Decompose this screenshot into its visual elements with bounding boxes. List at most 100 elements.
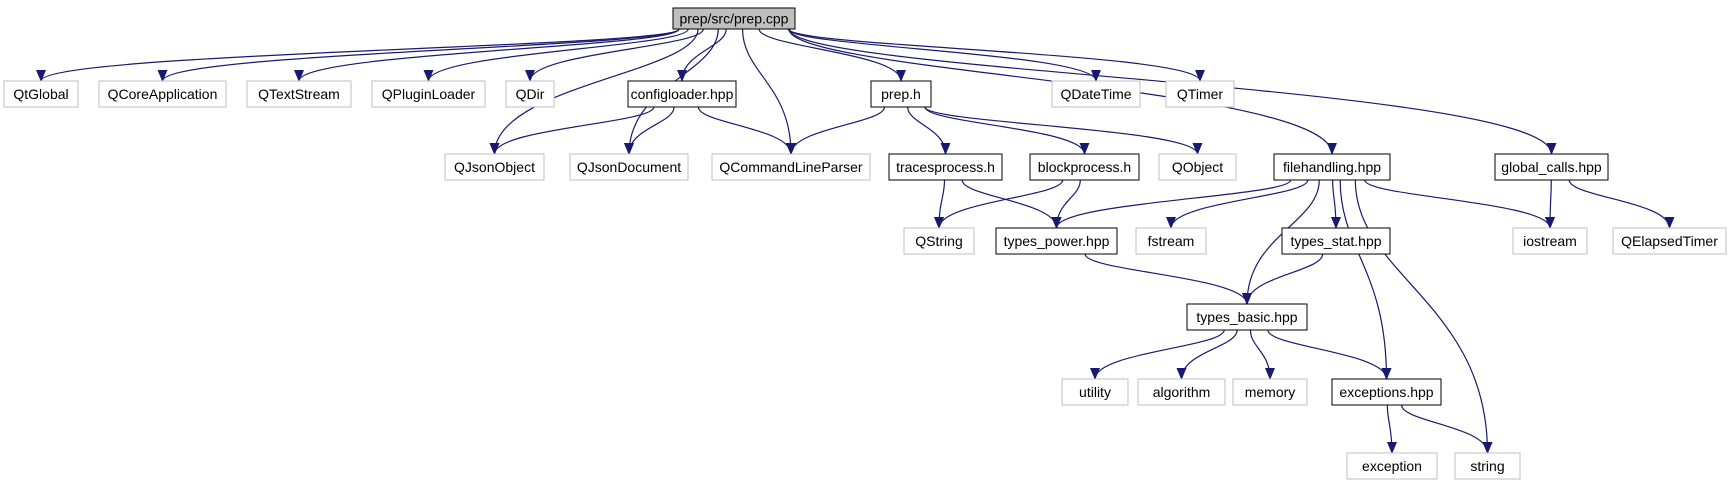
edge-prep-cpp-to-qtextstream: [294, 28, 680, 82]
edge-filehandling-to-fstream: [1166, 179, 1309, 229]
edge-types-stat-to-types-basic: [1242, 253, 1324, 305]
edge-types-basic-to-algorithm: [1176, 329, 1238, 380]
node-types-basic-hpp[interactable]: types_basic.hpp: [1186, 303, 1308, 331]
edge-configloader-to-qjsondocument: [624, 106, 675, 155]
node-filehandling-hpp[interactable]: filehandling.hpp: [1273, 153, 1391, 181]
node-box: [1512, 227, 1588, 255]
node-qstring: QString: [903, 227, 975, 255]
node-qjsonobject: QJsonObject: [444, 153, 545, 181]
node-box: [1137, 378, 1226, 406]
node-blockprocess-h[interactable]: blockprocess.h: [1029, 153, 1140, 181]
node-box: [1186, 303, 1308, 331]
node-box: [1281, 227, 1391, 255]
node-label: prep/src/prep.cpp: [680, 11, 789, 27]
node-box: [627, 80, 737, 108]
node-label: utility: [1079, 384, 1111, 400]
node-label: fstream: [1148, 233, 1195, 249]
edge-exceptions-to-string: [1401, 404, 1493, 454]
node-exception: exception: [1346, 452, 1438, 480]
node-utility: utility: [1061, 378, 1129, 406]
node-exceptions-hpp[interactable]: exceptions.hpp: [1331, 378, 1442, 406]
node-label: QJsonDocument: [577, 159, 681, 175]
node-label: types_stat.hpp: [1290, 233, 1381, 249]
node-qtglobal: QtGlobal: [3, 80, 79, 108]
node-label: QDir: [516, 86, 545, 102]
edge-prep-cpp-to-prep-h: [758, 28, 906, 82]
edge-prep-cpp-to-configloader: [677, 28, 727, 82]
edge-prep-cpp-to-qdir: [525, 28, 704, 82]
node-label: configloader.hpp: [631, 86, 734, 102]
node-box: [98, 80, 227, 108]
node-configloader-hpp[interactable]: configloader.hpp: [627, 80, 737, 108]
edge-filehandling-to-exceptions: [1339, 179, 1392, 380]
node-box: [569, 153, 689, 181]
node-box: [903, 227, 975, 255]
node-label: QCoreApplication: [108, 86, 218, 102]
edge-prep-cpp-to-qjsonobject: [489, 28, 699, 155]
node-tracesprocess-h[interactable]: tracesprocess.h: [888, 153, 1003, 181]
node-label: QElapsedTimer: [1621, 233, 1718, 249]
edge-configloader-to-qjsonobject: [489, 106, 655, 155]
node-label: QCommandLineParser: [719, 159, 863, 175]
node-label: blockprocess.h: [1038, 159, 1131, 175]
edge-global-calls-to-iostream: [1545, 179, 1556, 229]
edge-global-calls-to-qelapsedtimer: [1568, 179, 1675, 229]
edge-types-basic-to-utility: [1090, 329, 1225, 380]
node-label: iostream: [1523, 233, 1577, 249]
edge-prep-h-to-qcommandlineparser: [786, 106, 886, 155]
node-box: [1061, 378, 1129, 406]
node-label: algorithm: [1153, 384, 1211, 400]
node-label: QTextStream: [258, 86, 340, 102]
node-qobject: QObject: [1158, 153, 1237, 181]
node-box: [888, 153, 1003, 181]
node-box: [371, 80, 486, 108]
edge-prep-cpp-to-qtglobal: [36, 28, 680, 82]
node-label: memory: [1245, 384, 1296, 400]
node-label: QJsonObject: [454, 159, 535, 175]
node-label: global_calls.hpp: [1501, 159, 1602, 175]
edge-prep-cpp-to-qpluginloader: [423, 28, 689, 82]
node-types-stat-hpp[interactable]: types_stat.hpp: [1281, 227, 1391, 255]
node-box: [1612, 227, 1727, 255]
edge-filehandling-to-types-stat: [1330, 179, 1341, 229]
node-label: exceptions.hpp: [1339, 384, 1433, 400]
node-box: [1135, 227, 1207, 255]
node-box: [1051, 80, 1141, 108]
node-global-calls-hpp[interactable]: global_calls.hpp: [1494, 153, 1609, 181]
node-prep-h[interactable]: prep.h: [870, 80, 932, 108]
node-prep-src-prep-cpp[interactable]: prep/src/prep.cpp: [672, 7, 796, 30]
node-qcoreapplication: QCoreApplication: [98, 80, 227, 108]
node-box: [995, 227, 1118, 255]
node-qpluginloader: QPluginLoader: [371, 80, 486, 108]
node-qjsondocument: QJsonDocument: [569, 153, 689, 181]
node-label: QtGlobal: [13, 86, 68, 102]
edge-blockprocess-to-types-power: [1051, 179, 1081, 229]
node-box: [711, 153, 871, 181]
node-label: exception: [1362, 458, 1422, 474]
node-qdir: QDir: [505, 80, 555, 108]
node-label: types_basic.hpp: [1196, 309, 1297, 325]
node-box: [3, 80, 79, 108]
edge-blockprocess-to-qstring: [934, 179, 1064, 229]
edge-prep-h-to-qobject: [924, 106, 1203, 155]
node-label: QPluginLoader: [382, 86, 476, 102]
node-box: [1273, 153, 1391, 181]
edge-filehandling-to-types-power: [1051, 179, 1292, 229]
node-label: filehandling.hpp: [1283, 159, 1381, 175]
node-label: types_power.hpp: [1004, 233, 1110, 249]
edge-types-basic-to-exceptions: [1267, 329, 1392, 380]
node-box: [1232, 378, 1308, 406]
node-box: [1029, 153, 1140, 181]
node-label: QString: [915, 233, 962, 249]
edge-filehandling-to-string: [1354, 179, 1493, 454]
node-qtimer: QTimer: [1165, 80, 1235, 108]
edge-prep-cpp-to-qdatetime: [787, 28, 1101, 82]
node-types-power-hpp[interactable]: types_power.hpp: [995, 227, 1118, 255]
node-label: prep.h: [881, 86, 921, 102]
edge-configloader-to-qcommandlineparser: [697, 106, 796, 155]
node-fstream: fstream: [1135, 227, 1207, 255]
node-qtextstream: QTextStream: [246, 80, 352, 108]
node-label: QDateTime: [1060, 86, 1131, 102]
node-box: [1346, 452, 1438, 480]
